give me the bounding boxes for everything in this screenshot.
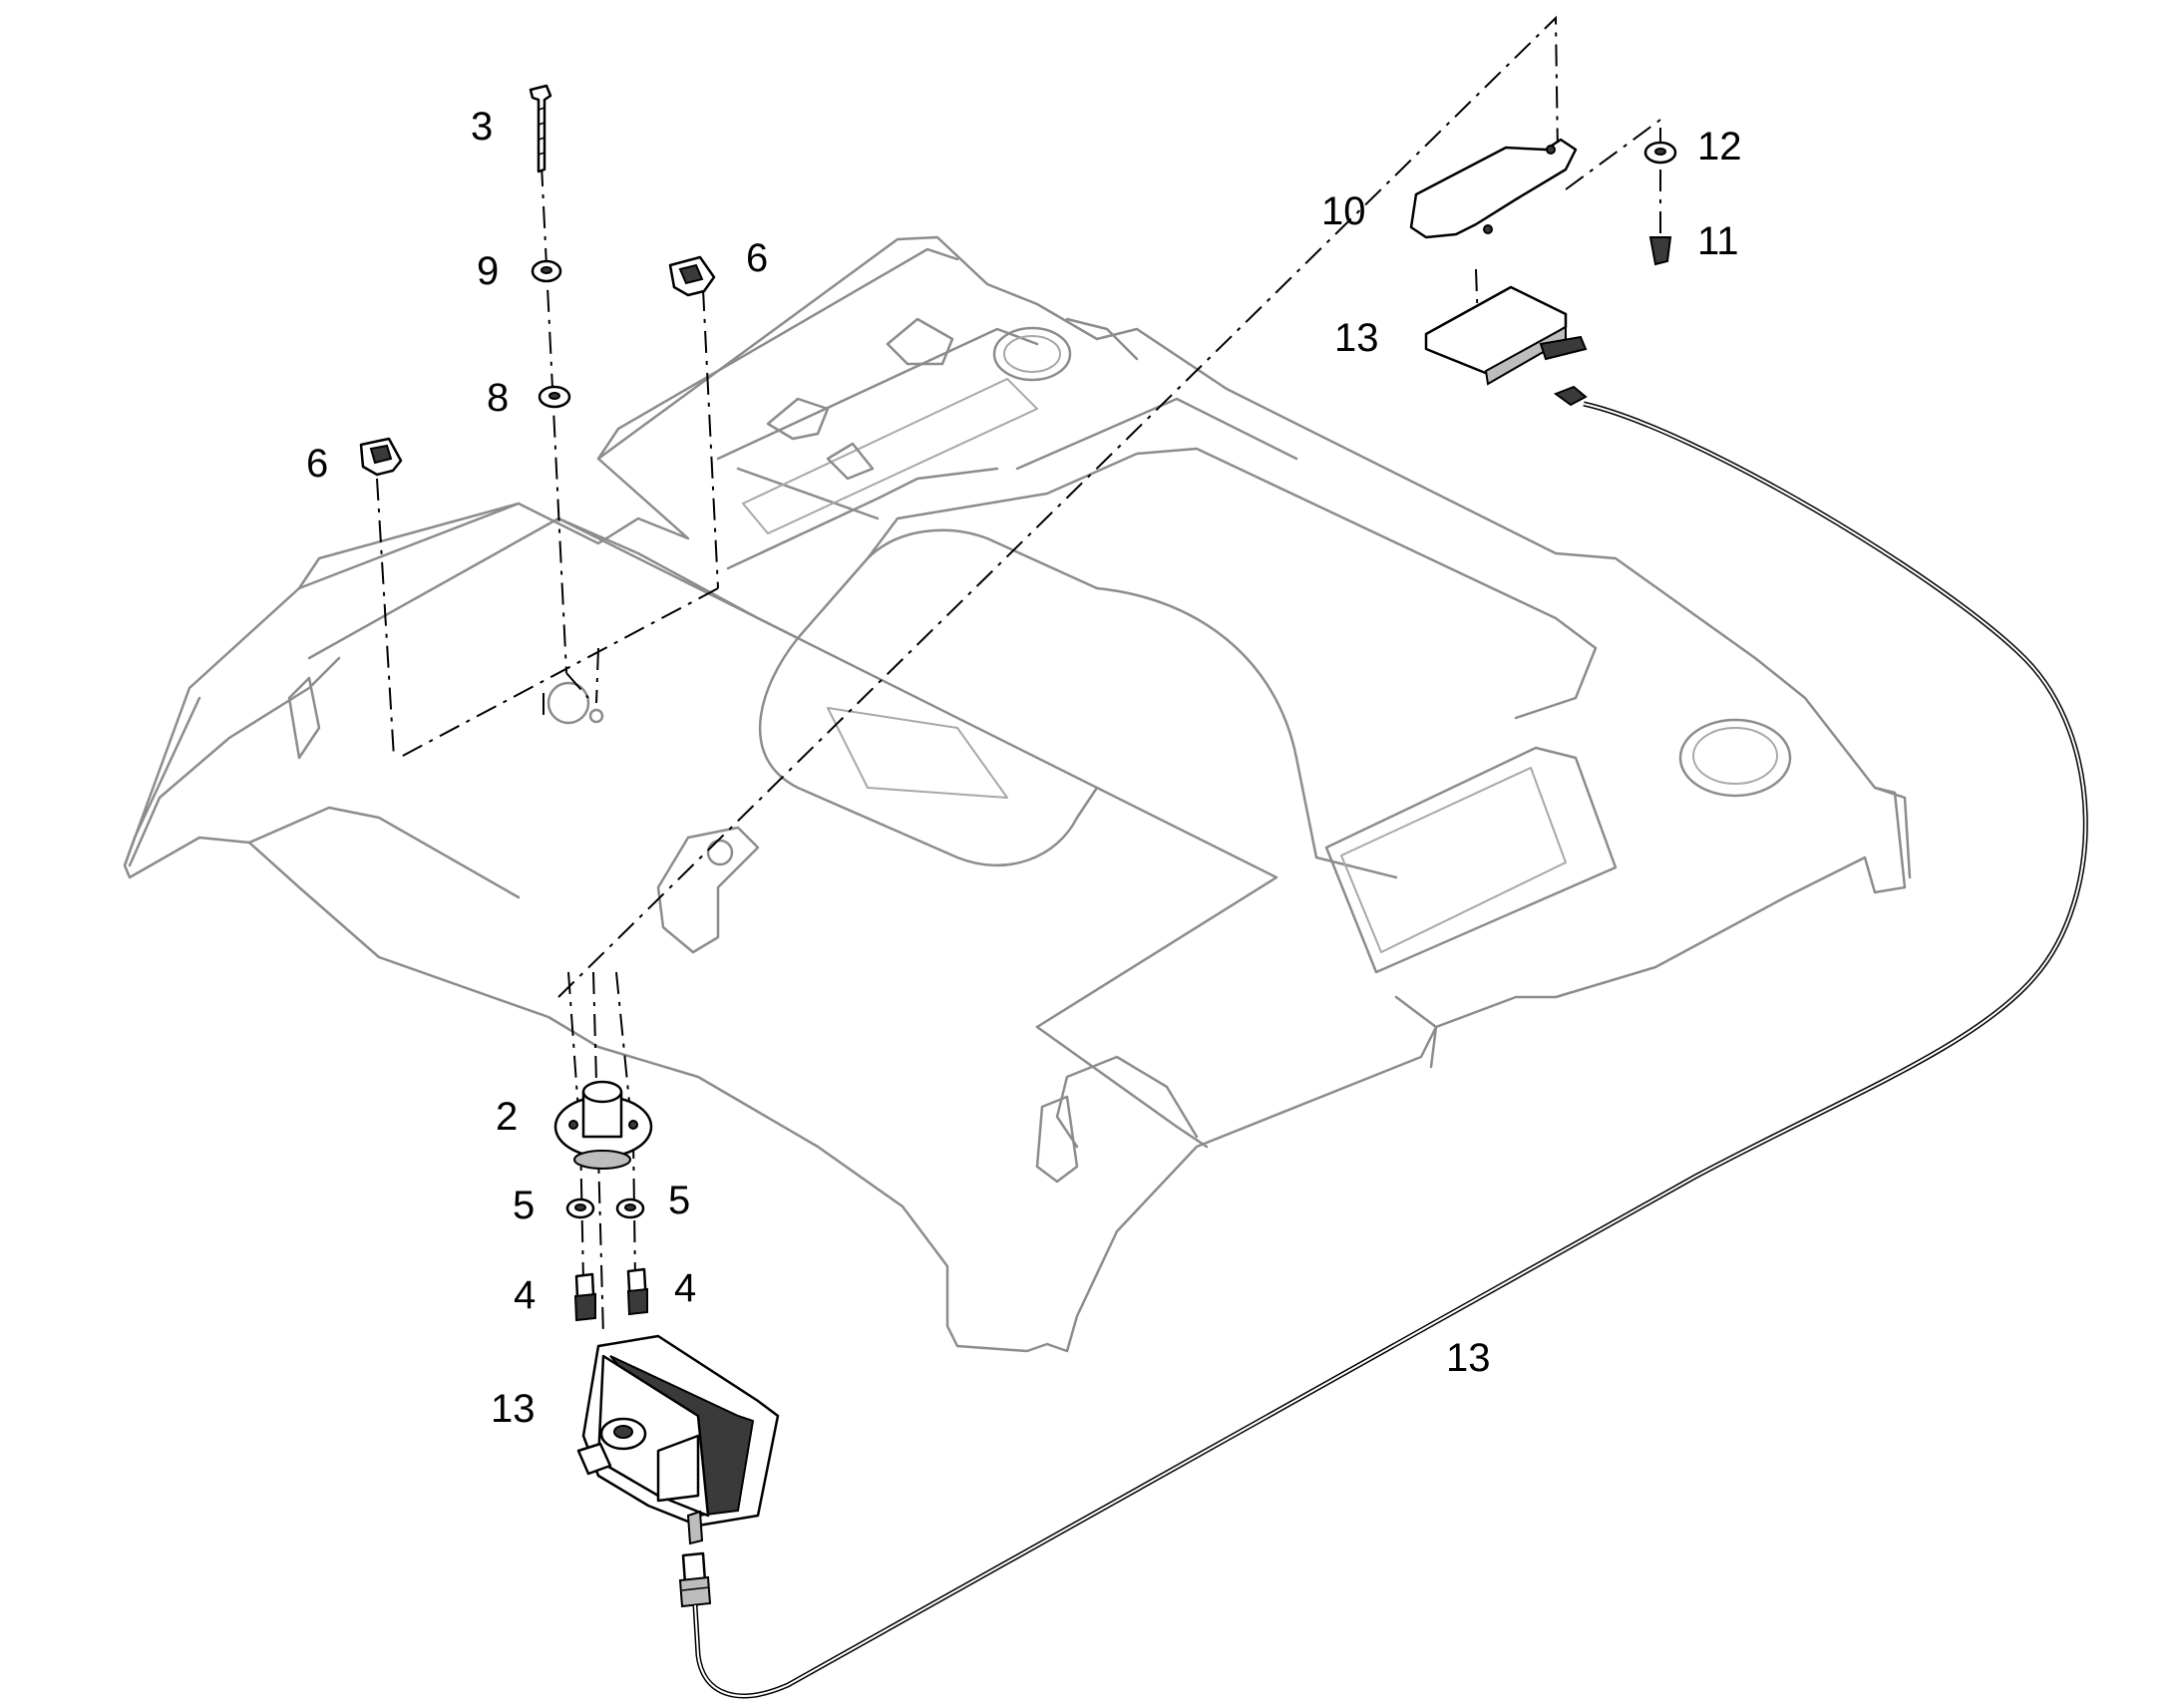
part-4-screw-left — [573, 1272, 596, 1322]
callout-10: 10 — [1321, 189, 1366, 233]
part-8-washer — [538, 385, 571, 409]
callout-13-cable: 13 — [1446, 1336, 1491, 1380]
callout-6-right: 6 — [746, 236, 768, 280]
callout-9: 9 — [477, 249, 499, 293]
part-10-mounting-plate — [1409, 138, 1578, 239]
callout-13-display: 13 — [491, 1387, 536, 1431]
part-11-screw — [1648, 236, 1672, 266]
part-6-clip-right — [668, 255, 716, 297]
callout-5-right: 5 — [668, 1179, 690, 1222]
part-13-display-unit — [576, 1334, 780, 1545]
part-2-flange — [553, 1080, 653, 1170]
part-13-control-module — [1424, 285, 1588, 407]
callout-8: 8 — [487, 376, 509, 420]
callout-4-right: 4 — [674, 1266, 696, 1310]
part-5-washer-right — [615, 1197, 645, 1219]
headliner-panel — [123, 235, 1912, 1353]
callout-labels: 3 9 8 6 6 10 12 11 13 2 5 5 4 4 13 13 — [306, 105, 1742, 1431]
part-12-washer — [1643, 141, 1677, 165]
callout-6-left: 6 — [306, 442, 328, 486]
part-13-connector — [678, 1551, 712, 1608]
callout-11: 11 — [1697, 219, 1739, 263]
part-6-clip-left — [359, 437, 403, 477]
callout-4-left: 4 — [514, 1273, 536, 1317]
part-5-washer-left — [565, 1197, 595, 1219]
callout-5-left: 5 — [513, 1184, 535, 1227]
part-9-washer — [531, 259, 562, 283]
callout-13-module: 13 — [1334, 316, 1379, 360]
part-13-cable — [692, 401, 2088, 1699]
callout-12: 12 — [1697, 125, 1742, 169]
callout-2: 2 — [496, 1095, 518, 1139]
part-3-bolt — [529, 84, 552, 173]
callout-3: 3 — [471, 105, 493, 149]
part-4-screw-right — [626, 1267, 648, 1316]
